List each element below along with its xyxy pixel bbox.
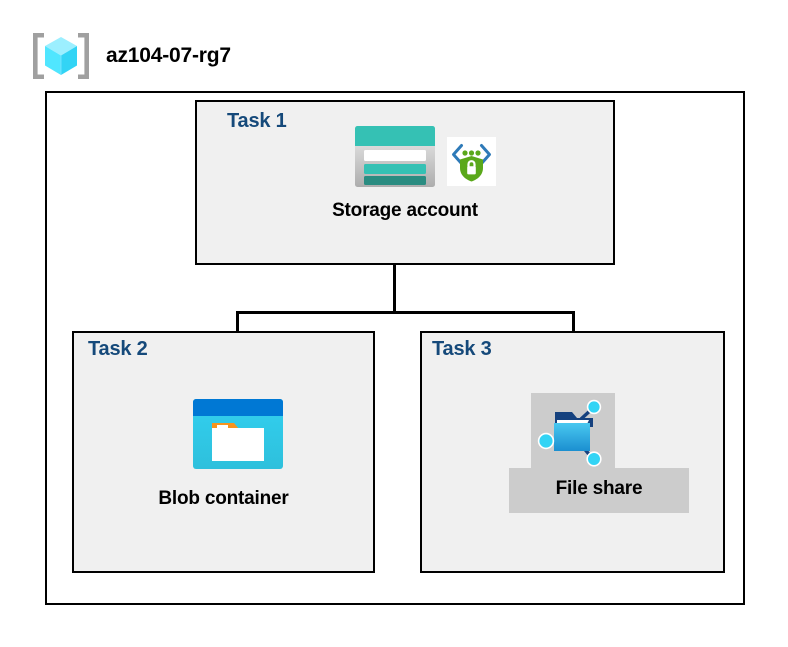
blob-container-caption: Blob container (158, 488, 289, 509)
file-share-caption: File share (555, 478, 643, 499)
storage-account-caption: Storage account (332, 200, 478, 221)
connector-horizontal-bus (236, 311, 575, 314)
resource-group-title: az104-07-rg7 (106, 44, 231, 67)
connector-stem-task1 (393, 222, 396, 314)
blob-container-icon (193, 399, 283, 469)
file-share-label-highlight-plate (509, 468, 689, 513)
task-2-label: Task 2 (88, 338, 148, 360)
file-share-icon (537, 399, 602, 467)
task-1-label: Task 1 (227, 110, 287, 132)
resource-group-cube-icon (33, 33, 89, 79)
resource-group-header: az104-07-rg7 (30, 28, 430, 84)
task-3-label: Task 3 (432, 338, 492, 360)
service-endpoint-shield-icon (447, 137, 496, 186)
storage-account-icon (355, 126, 435, 187)
